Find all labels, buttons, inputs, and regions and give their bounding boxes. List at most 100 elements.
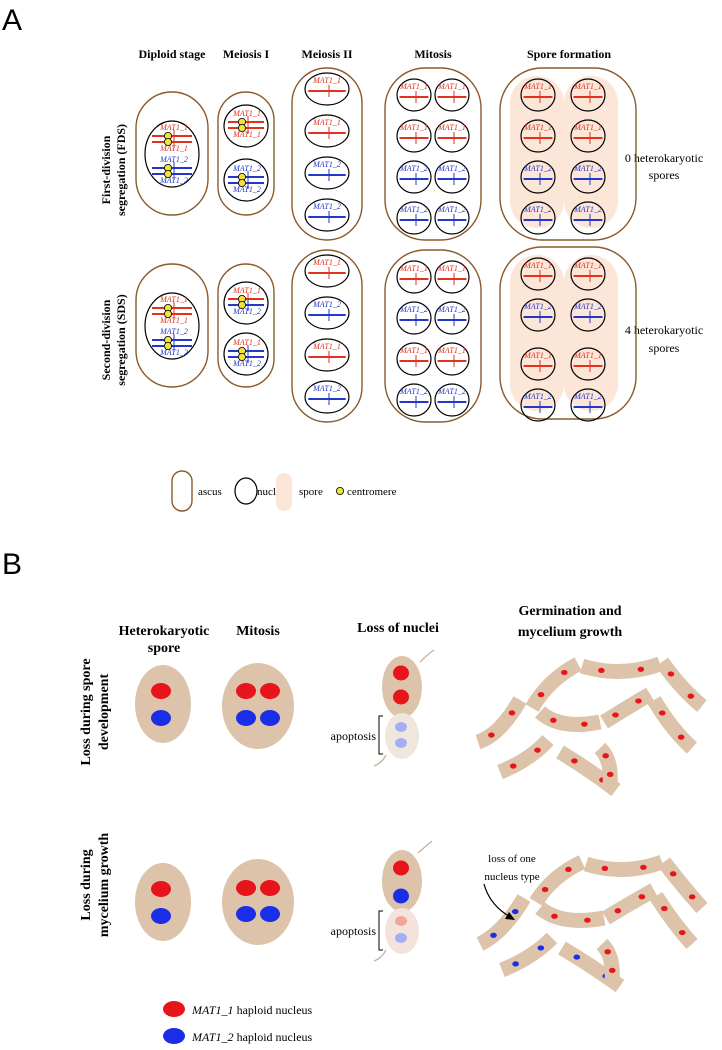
nucleus [396, 201, 432, 235]
hetero-spore-row2 [135, 863, 191, 941]
allele-label: MAT1_1 [523, 261, 552, 270]
hypha [583, 854, 665, 878]
hypha [525, 657, 582, 712]
centromere [163, 309, 172, 318]
legend-centromere-label: centromere [347, 486, 397, 498]
hypha [558, 941, 625, 993]
nucleus [520, 160, 556, 194]
nucleus [144, 292, 200, 360]
red-nucleus [638, 894, 646, 900]
hetero-spore-row1 [135, 665, 191, 743]
allele-label: MAT1_2 [399, 164, 428, 173]
nucleus [570, 78, 606, 112]
allele-label: MAT1_1 [523, 82, 552, 91]
allele-label: MAT1_2 [232, 307, 261, 316]
allele-label: MAT1_2 [399, 305, 428, 314]
nucleus [434, 78, 470, 112]
red-nucleus [637, 666, 645, 672]
allele-label: MAT1_1 [437, 82, 466, 91]
red-nucleus [661, 905, 668, 912]
row-label-sds-line1: Second-division [99, 299, 113, 380]
blue-nucleus [511, 908, 519, 915]
red-nucleus [581, 721, 588, 727]
nucleus [434, 301, 470, 335]
red-nucleus [601, 865, 609, 871]
ascus-fds-meiosis2 [291, 67, 363, 241]
nucleus [434, 260, 470, 294]
sds-result-line1: 4 heterokaryotic [625, 323, 703, 337]
hypha [655, 657, 707, 712]
mycelium-row1 [475, 656, 707, 796]
red-nucleus [551, 913, 558, 919]
allele-label: MAT1_1 [232, 338, 261, 347]
red-nucleus [537, 692, 545, 698]
stage-header-diploid: Diploid stage [138, 47, 206, 61]
row-label-b1-line1: Loss during spore [79, 658, 94, 765]
nucleus [304, 198, 350, 232]
loss-arrow [483, 883, 515, 920]
allele-label: MAT1_1 [437, 346, 466, 355]
mitosis-spore-row1 [222, 663, 294, 749]
allele-label: MAT1_1 [159, 123, 188, 132]
red-nucleus [612, 712, 619, 718]
nucleus [434, 201, 470, 235]
red-nucleus [608, 967, 616, 973]
nucleus [570, 388, 606, 422]
nucleus [396, 301, 432, 335]
red-nucleus [687, 693, 695, 699]
ascus-outlines [135, 67, 637, 423]
centromere [163, 341, 172, 350]
blue-nucleus [573, 954, 581, 960]
allele-label: MAT1_2 [437, 164, 466, 173]
panel-a-legend: ascus nucleus spore centromere [171, 470, 397, 512]
nuclei-layer: MAT1_1MAT1_1MAT1_2MAT1_2MAT1_1MAT1_1MAT1… [144, 72, 618, 422]
allele-label: MAT1_1 [399, 264, 428, 273]
legend-mat11: MAT1_1 haploid nucleus [191, 1003, 313, 1017]
blue-nucleus [490, 932, 497, 938]
stage-header-spore-formation: Spore formation [527, 47, 611, 61]
hypha [596, 938, 620, 981]
row-label-sds-line2: segregation (SDS) [114, 294, 128, 385]
ascus-fds-spores [499, 67, 637, 241]
row-label-fds-line1: First-division [99, 135, 113, 204]
red-nucleus [635, 698, 642, 704]
ascus-fds-mitosis [384, 67, 482, 241]
nucleus [520, 78, 556, 112]
nucleus [304, 338, 350, 372]
red-nucleus [541, 886, 549, 893]
nucleus [304, 114, 350, 148]
panel-b-legend: MAT1_1 haploid nucleus MAT1_2 haploid nu… [163, 1001, 313, 1044]
nucleus [520, 388, 556, 422]
nucleus [570, 257, 606, 291]
allele-label: MAT1_2 [159, 155, 188, 164]
panel-a-letter: A [2, 4, 22, 37]
ascus-fds-meiosis1 [217, 91, 275, 216]
allele-label: MAT1_2 [159, 348, 188, 357]
red-nucleus [151, 881, 171, 897]
red-nucleus [669, 871, 677, 877]
blue-nucleus [537, 945, 545, 951]
col-header-mitosis: Mitosis [236, 624, 280, 639]
nucleus [434, 119, 470, 153]
allele-label: MAT1_2 [312, 384, 341, 393]
legend-spore-swatch [276, 473, 292, 511]
allele-label: MAT1_2 [437, 205, 466, 214]
allele-label: MAT1_1 [573, 261, 602, 270]
nucleus [396, 383, 432, 417]
red-nucleus [550, 717, 557, 723]
red-nucleus [614, 908, 622, 914]
red-nucleus [151, 683, 171, 699]
col-header-hetero-line2: spore [148, 641, 180, 656]
allele-label: MAT1_2 [523, 302, 552, 311]
red-nucleus [606, 771, 614, 777]
allele-label: MAT1_1 [159, 316, 188, 325]
allele-label: MAT1_2 [232, 359, 261, 368]
hypha [534, 706, 602, 732]
nucleus [144, 120, 200, 188]
hypha [497, 734, 554, 779]
red-nucleus [677, 734, 685, 740]
nucleus [223, 158, 269, 202]
ascus-sds-diploid [135, 263, 209, 388]
loss-note-line1: loss of one [488, 853, 536, 865]
